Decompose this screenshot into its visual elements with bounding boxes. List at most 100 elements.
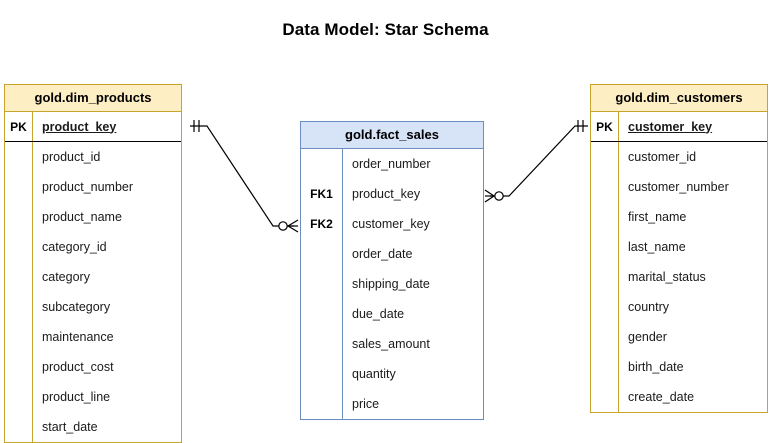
table-row[interactable]: maintenance [5,322,181,352]
table-row[interactable]: country [591,292,767,322]
column-name: order_number [352,157,431,171]
table-row[interactable]: sales_amount [301,329,483,359]
entity-column-list: PK product_key product_id product_number… [5,112,181,442]
entity-column-list: order_number FK1 product_key FK2 custome… [301,149,483,419]
entity-title-dim-customers: gold.dim_customers [591,85,767,112]
connector-line [490,125,588,197]
column-name: marital_status [628,270,706,284]
column-name: price [352,397,380,411]
table-row[interactable]: PK customer_key [591,112,767,142]
key-badge [591,232,619,262]
key-badge: PK [591,112,619,141]
key-badge [5,142,33,172]
column-name: subcategory [42,300,111,314]
key-badge [5,232,33,262]
table-row[interactable]: FK2 customer_key [301,209,483,239]
table-row[interactable]: marital_status [591,262,767,292]
cardinality-zero-circle [494,191,504,201]
table-row[interactable]: due_date [301,299,483,329]
key-badge [591,292,619,322]
entity-dim-products[interactable]: gold.dim_products PK product_key product… [4,84,182,443]
table-row[interactable]: first_name [591,202,767,232]
key-badge [5,172,33,202]
key-badge: FK2 [301,209,343,239]
table-row[interactable]: last_name [591,232,767,262]
key-badge [301,149,343,179]
table-row[interactable]: gender [591,322,767,352]
key-badge [5,352,33,382]
table-row[interactable]: product_id [5,142,181,172]
column-name: product_id [42,150,101,164]
column-name: product_name [42,210,122,224]
table-row[interactable]: product_number [5,172,181,202]
entity-dim-customers[interactable]: gold.dim_customers PK customer_key custo… [590,84,768,413]
key-badge [591,172,619,202]
column-name: create_date [628,390,695,404]
relationship-products-to-sales[interactable] [190,120,299,233]
key-badge: FK1 [301,179,343,209]
cardinality-many-foot [287,225,299,233]
table-row[interactable]: start_date [5,412,181,442]
key-badge [301,359,343,389]
table-row[interactable]: customer_number [591,172,767,202]
key-badge [301,329,343,359]
connector-line [190,125,294,227]
column-name: quantity [352,367,396,381]
column-name: gender [628,330,667,344]
column-name: order_date [352,247,413,261]
key-badge [5,262,33,292]
cardinality-many-foot [287,219,299,227]
table-row[interactable]: shipping_date [301,269,483,299]
entity-title-fact-sales: gold.fact_sales [301,122,483,149]
relationship-customers-to-sales[interactable] [484,120,588,203]
column-name: product_number [42,180,134,194]
key-badge [591,262,619,292]
table-row[interactable]: quantity [301,359,483,389]
key-badge [301,389,343,419]
column-name: customer_key [352,217,430,231]
column-name: customer_id [628,150,697,164]
key-badge [591,202,619,232]
column-name: start_date [42,420,98,434]
table-row[interactable]: create_date [591,382,767,412]
key-badge [301,269,343,299]
key-badge [5,292,33,322]
key-badge [5,412,33,442]
column-name: shipping_date [352,277,430,291]
table-row[interactable]: FK1 product_key [301,179,483,209]
column-name: product_line [42,390,111,404]
column-name: maintenance [42,330,114,344]
table-row[interactable]: product_line [5,382,181,412]
table-row[interactable]: PK product_key [5,112,181,142]
column-name: country [628,300,669,314]
column-name: product_key [352,187,421,201]
entity-title-dim-products: gold.dim_products [5,85,181,112]
table-row[interactable]: category [5,262,181,292]
key-badge [5,202,33,232]
table-row[interactable]: product_name [5,202,181,232]
table-row[interactable]: order_number [301,149,483,179]
table-row[interactable]: customer_id [591,142,767,172]
table-row[interactable]: price [301,389,483,419]
key-badge [301,239,343,269]
column-name: category [42,270,90,284]
key-badge [5,382,33,412]
key-badge [591,352,619,382]
table-row[interactable]: category_id [5,232,181,262]
cardinality-many-foot [484,189,495,197]
key-badge [591,382,619,412]
key-badge [5,322,33,352]
entity-fact-sales[interactable]: gold.fact_sales order_number FK1 product… [300,121,484,420]
key-badge: PK [5,112,33,141]
table-row[interactable]: product_cost [5,352,181,382]
table-row[interactable]: subcategory [5,292,181,322]
key-badge [591,142,619,172]
column-name: due_date [352,307,405,321]
table-row[interactable]: order_date [301,239,483,269]
table-row[interactable]: birth_date [591,352,767,382]
key-badge [301,299,343,329]
column-name: product_key [42,119,117,134]
cardinality-many-foot [484,195,495,203]
page-title: Data Model: Star Schema [282,20,489,39]
